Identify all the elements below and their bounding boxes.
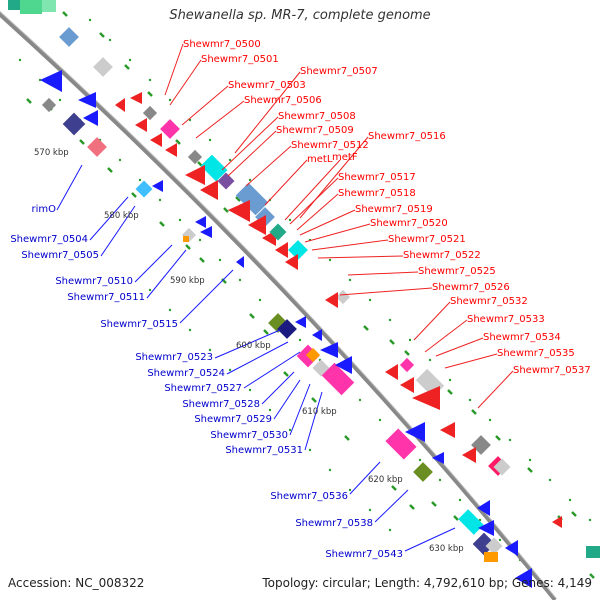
gene-label: Shewmr7_0509: [276, 125, 354, 136]
gene-label: Shewmr7_0518: [338, 188, 416, 199]
map-title: Shewanella sp. MR-7, complete genome: [169, 8, 431, 23]
gene-label: Shewmr7_0524: [147, 368, 225, 379]
gene-label: Shewmr7_0510: [55, 276, 133, 287]
kbp-label: 610 kbp: [302, 407, 337, 417]
gene-label: Shewmr7_0523: [135, 352, 213, 363]
gene-label: Shewmr7_0512: [291, 140, 369, 151]
kbp-labels: 570 kbp 580 kbp 590 kbp 600 kbp 610 kbp …: [34, 148, 464, 554]
gene-label: Shewmr7_0501: [201, 54, 279, 65]
gene-label: Shewmr7_0521: [388, 234, 466, 245]
gene-label: Shewmr7_0528: [182, 399, 260, 410]
gene-label: Shewmr7_0520: [370, 218, 448, 229]
lower-leader-lines: [56, 164, 456, 552]
gene-label: Shewmr7_0515: [100, 319, 178, 330]
gene-label: Shewmr7_0519: [355, 204, 433, 215]
gene-label: Shewmr7_0503: [228, 80, 306, 91]
gene-label: Shewmr7_0529: [194, 414, 272, 425]
kbp-label: 620 kbp: [368, 475, 403, 485]
gene-label: Shewmr7_0511: [67, 292, 145, 303]
gene-label: Shewmr7_0500: [183, 39, 261, 50]
gene-label: Shewmr7_0508: [278, 111, 356, 122]
tick-marks: [26, 11, 595, 579]
gene-label: Shewmr7_0522: [403, 250, 481, 261]
gene-label: Shewmr7_0531: [225, 445, 303, 456]
gene-label: Shewmr7_0537: [513, 365, 591, 376]
gene-label: Shewmr7_0543: [325, 549, 403, 560]
gene-label: Shewmr7_0538: [295, 518, 373, 529]
gene-label: Shewmr7_0505: [21, 250, 99, 261]
gene-label: Shewmr7_0533: [467, 314, 545, 325]
kbp-label: 580 kbp: [104, 211, 139, 221]
gene-label: Shewmr7_0516: [368, 131, 446, 142]
inner-genes: [40, 70, 532, 588]
gene-label: Shewmr7_0535: [497, 348, 575, 359]
gene-label: Shewmr7_0532: [450, 296, 528, 307]
gene-label: metL: [307, 154, 333, 165]
kbp-label: 590 kbp: [170, 276, 205, 286]
gene-label: Shewmr7_0506: [244, 95, 322, 106]
accession-text: Accession: NC_008322: [8, 576, 145, 590]
outer-genes: [8, 0, 600, 558]
gene-label: Shewmr7_0526: [432, 282, 510, 293]
kbp-label: 600 kbp: [236, 341, 271, 351]
gene-label: Shewmr7_0507: [300, 66, 378, 77]
upper-labels: Shewmr7_0500 Shewmr7_0501 Shewmr7_0503 S…: [183, 39, 591, 376]
genome-backbone: [0, 11, 557, 600]
gene-label: Shewmr7_0536: [270, 491, 348, 502]
kbp-label: 570 kbp: [34, 148, 69, 158]
gene-label: Shewmr7_0534: [483, 332, 561, 343]
gene-label: Shewmr7_0517: [338, 172, 416, 183]
gene-label: Shewmr7_0525: [418, 266, 496, 277]
lower-labels: rimO Shewmr7_0504 Shewmr7_0505 Shewmr7_0…: [10, 204, 403, 560]
kbp-label: 630 kbp: [429, 544, 464, 554]
upper-leader-lines: [164, 43, 514, 409]
gene-label: Shewmr7_0530: [210, 430, 288, 441]
gene-label: Shewmr7_0504: [10, 234, 88, 245]
gene-label: rimO: [31, 204, 56, 215]
topology-text: Topology: circular; Length: 4,792,610 bp…: [262, 576, 592, 590]
gene-label: Shewmr7_0527: [164, 383, 242, 394]
gene-label: metF: [332, 152, 358, 163]
